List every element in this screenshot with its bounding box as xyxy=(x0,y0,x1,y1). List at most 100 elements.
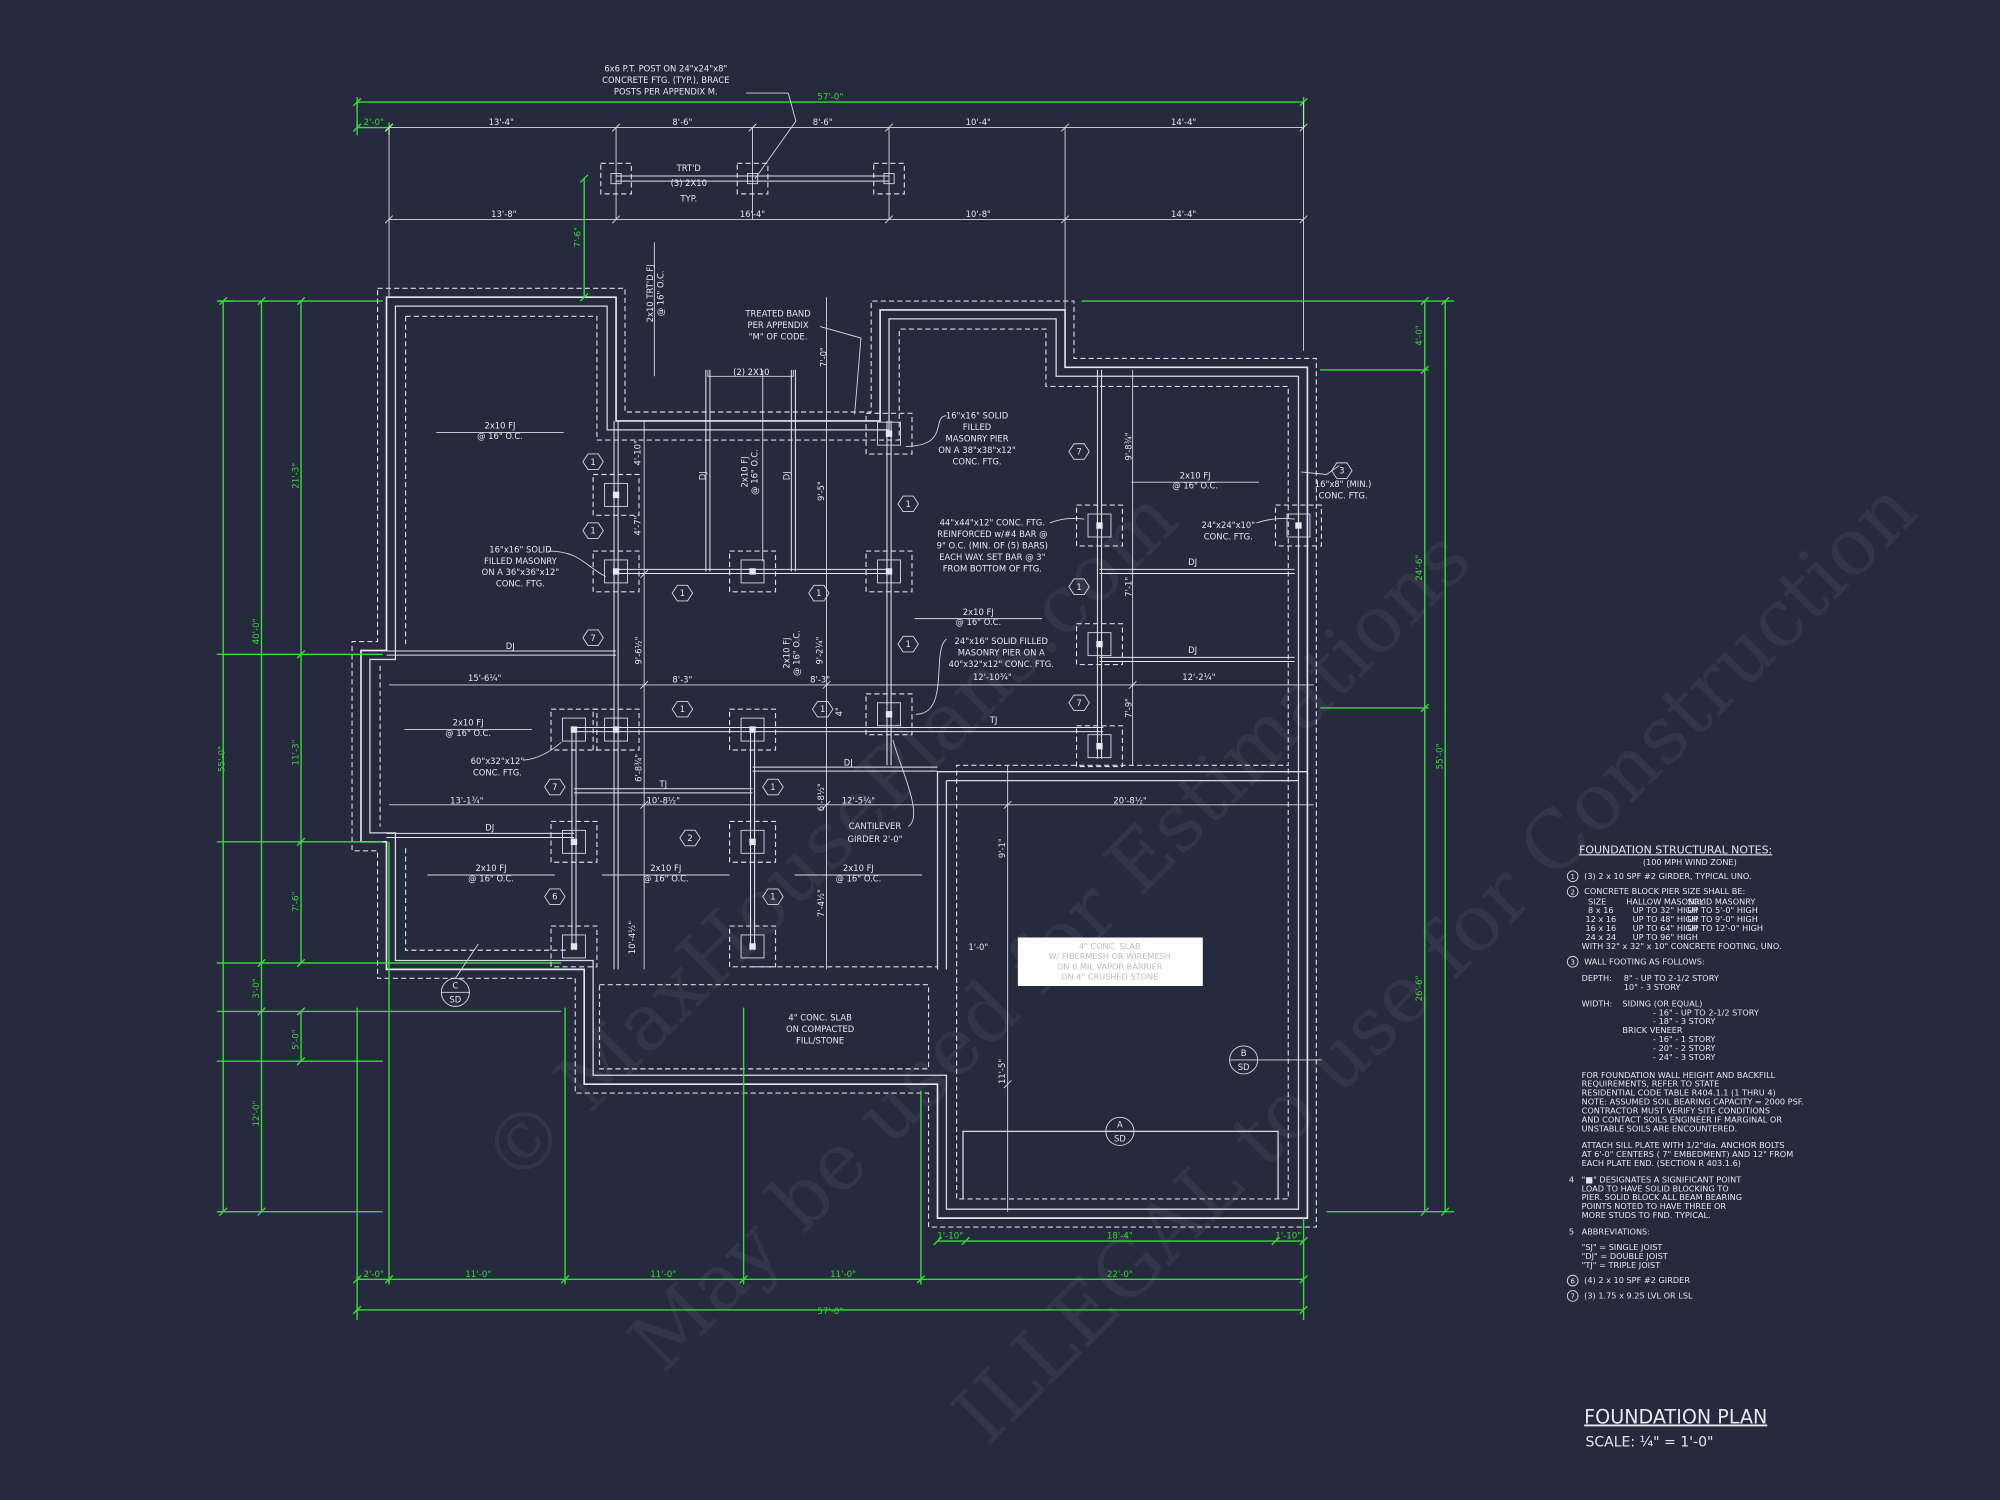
interior-dimension: 9'-1" xyxy=(997,838,1007,858)
dimension-label: 22'-0" xyxy=(1107,1270,1133,1280)
callout-text: CONCRETE FTG. (TYP.), BRACE xyxy=(602,75,729,85)
slab-note-line: W/ FIBERMESH OR WIREMESH xyxy=(1048,951,1170,961)
note-marker-number: 3 xyxy=(1570,958,1574,967)
dimension-label: 13'-4" xyxy=(489,117,514,127)
dimension-label: 11'-0" xyxy=(650,1270,676,1280)
joist-label: 2x10 FJ xyxy=(1180,470,1211,480)
hexagon-icon xyxy=(762,778,784,796)
dimension-tick xyxy=(1003,1080,1012,1089)
pier-footing xyxy=(865,550,913,593)
post-footing xyxy=(873,162,905,195)
dimension-tick xyxy=(579,292,589,302)
dimension-tick xyxy=(639,680,649,690)
joist-label: @ 16" O.C. xyxy=(643,873,689,883)
dimension-tick xyxy=(1060,215,1070,224)
point-load-marker xyxy=(749,838,756,846)
callout-text: 16"x16" SOLID xyxy=(489,544,551,554)
notes-heading: FOUNDATION STRUCTURAL NOTES: xyxy=(1579,843,1772,856)
girder-tag-number: 7 xyxy=(1076,447,1081,457)
note-line: ABBREVIATIONS: xyxy=(1582,1227,1650,1237)
interior-dimension: 9'-6½" xyxy=(634,636,644,664)
dimension-tick xyxy=(1420,296,1430,306)
section-letter: A xyxy=(1117,1120,1123,1130)
girder-tag: 1 xyxy=(811,700,834,718)
note-line: 16 x 16 xyxy=(1585,923,1616,933)
point-load-marker xyxy=(749,568,756,575)
note-line: - 18" - 3 STORY xyxy=(1653,1016,1715,1026)
note-line: 24 x 24 xyxy=(1585,932,1616,942)
girder-tag-number: 1 xyxy=(680,704,685,714)
note-line: "DJ" = DOUBLE JOIST xyxy=(1582,1251,1668,1261)
dimension-tick xyxy=(1299,215,1308,224)
girder-tag: 1 xyxy=(897,495,919,513)
note-line: WALL FOOTING AS FOLLOWS: xyxy=(1584,956,1704,966)
band xyxy=(707,369,794,377)
inner-footing-line xyxy=(405,315,1289,1200)
pier-footing xyxy=(550,820,598,863)
callout-text: CONC. FTG. xyxy=(496,579,545,589)
dimension-label: 3'-0" xyxy=(252,978,262,999)
dimension-label: 10'-8" xyxy=(966,209,991,219)
girder-tag-number: 1 xyxy=(1076,582,1081,592)
dimension-label: 8'-6" xyxy=(813,117,833,127)
dimension-tick xyxy=(1420,703,1430,713)
masonry-pier xyxy=(604,717,628,742)
joist-label: @ 16" O.C. xyxy=(655,270,665,316)
leader-line xyxy=(905,415,947,447)
joist-label: 2x10 FJ xyxy=(843,863,874,873)
dimension-tick xyxy=(822,800,831,809)
note-line: WITH 32" x 32" x 10" CONCRETE FOOTING, U… xyxy=(1582,941,1782,951)
dimension-tick xyxy=(884,215,894,224)
pier-footing xyxy=(550,925,598,968)
section-marker[interactable]: ASD xyxy=(1105,1116,1135,1146)
note-line: SIZE xyxy=(1588,896,1606,906)
girder-tag: 1 xyxy=(582,522,604,539)
point-load-marker xyxy=(1096,522,1103,529)
note-line: BRICK VENEER xyxy=(1622,1025,1682,1035)
section-marker[interactable]: CSD xyxy=(440,977,470,1007)
callout-text: 40"x32"x12" CONC. FTG. xyxy=(949,659,1054,669)
girder-tag-number: 1 xyxy=(905,639,910,649)
dimension-label: 11'-3" xyxy=(291,740,301,766)
dimension-tick xyxy=(1128,680,1137,690)
girder-tag: 1 xyxy=(671,584,694,602)
note-line: UP TO 32" HIGH xyxy=(1633,905,1698,915)
foundation-walls xyxy=(351,287,1317,1228)
dimension-label: 11'-0" xyxy=(465,1270,491,1280)
interior-dimension: 8'-3" xyxy=(810,674,830,684)
note-line: UP TO 96" HIGH xyxy=(1633,932,1698,942)
dimension-label: 57'-0" xyxy=(817,92,843,102)
masonry-pier xyxy=(877,559,901,584)
note-line: NOTE: ASSUMED SOIL BEARING CAPACITY = 20… xyxy=(1582,1097,1804,1107)
note-line: REQUIREMENTS, REFER TO STATE xyxy=(1582,1079,1720,1089)
note-line: MORE STUDS TO FND. TYPICAL. xyxy=(1582,1210,1711,1220)
girder-tag: 2 xyxy=(679,829,701,847)
point-load-marker xyxy=(612,491,620,499)
callout-text: PER APPENDIX xyxy=(748,320,809,330)
callout-text: FILLED MASONRY xyxy=(484,556,558,566)
dimension-label: 14'-4" xyxy=(1171,209,1196,219)
joist-label: DJ xyxy=(697,471,707,480)
joist-label: 2x10 FJ xyxy=(650,863,681,873)
callout-text: 9" O.C. (MIN. OF (5) BARS) xyxy=(937,540,1048,550)
leader-line xyxy=(1049,517,1085,524)
girder-tag-number: 1 xyxy=(770,892,775,902)
note-line: ATTACH SILL PLATE WITH 1/2"dia. ANCHOR B… xyxy=(1582,1140,1785,1150)
hexagon-icon xyxy=(811,700,834,718)
joist-label: TJ xyxy=(989,715,998,725)
post-footing xyxy=(736,162,769,195)
dimension-tick xyxy=(933,1236,942,1246)
note-line: (3) 1.75 x 9.25 LVL OR LSL xyxy=(1584,1290,1693,1300)
note-line: (4) 2 x 10 SPF #2 GIRDER xyxy=(1584,1275,1690,1285)
masonry-pier xyxy=(1286,513,1311,538)
dimension-label: 7'-6" xyxy=(573,227,583,248)
interior-dimension: 10'-4½" xyxy=(627,921,637,955)
section-marker[interactable]: BSD xyxy=(1229,1045,1259,1075)
slab-note-line: 4" CONC. SLAB xyxy=(1079,941,1141,951)
interior-dimension: 12'-10¾" xyxy=(973,672,1012,682)
joist-label: DJ xyxy=(1188,557,1197,567)
dimension-tick xyxy=(611,215,621,224)
joist-label: 2x10 FJ xyxy=(484,421,515,431)
note-line: "SJ" = SINGLE JOIST xyxy=(1582,1242,1663,1252)
joist-label: 2x10 FJ xyxy=(453,718,484,728)
